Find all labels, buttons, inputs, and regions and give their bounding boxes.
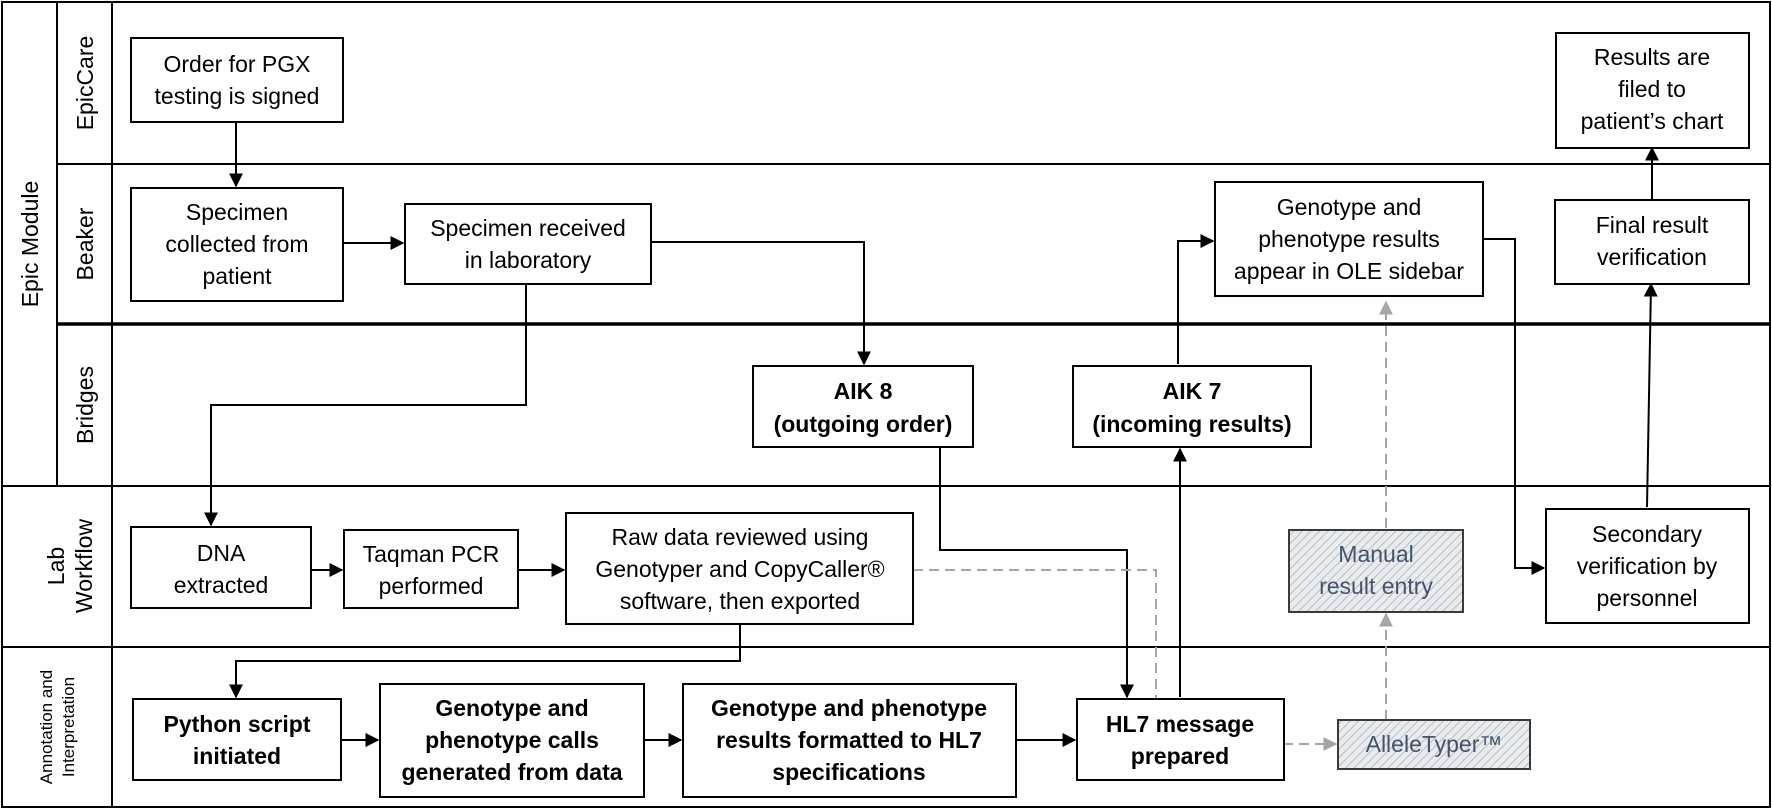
- lane-annotation-line-2: Interpretation: [59, 677, 78, 777]
- arrow-ole-to-secondary: [1483, 238, 1546, 575]
- arrow-raw-to-python: [229, 624, 741, 699]
- connectors: [204, 122, 1659, 751]
- node-formatted-hl7-line-2: results formatted to HL7: [716, 727, 982, 753]
- lane-bridges-label: Bridges: [72, 366, 98, 444]
- node-dna-extracted-line-1: DNA: [197, 540, 246, 566]
- lane-lab-workflow-line-2: Workflow: [71, 519, 97, 614]
- node-manual-entry-line-2: result entry: [1319, 573, 1433, 599]
- node-hl7-prepared-line-2: prepared: [1131, 743, 1229, 769]
- node-aik8-line-1: AIK 8: [834, 378, 893, 404]
- node-hl7-prepared-line-1: HL7 message: [1106, 711, 1254, 737]
- node-calls-generated-line-3: generated from data: [401, 759, 622, 785]
- arrow-received-to-dna: [204, 284, 527, 527]
- epic-module-label: Epic Module: [17, 181, 43, 308]
- node-specimen-collected-line-3: patient: [202, 263, 272, 289]
- node-python-script: Python script initiated: [132, 698, 342, 781]
- node-aik8-line-2: (outgoing order): [774, 411, 953, 437]
- node-raw-data-line-1: Raw data reviewed using: [612, 524, 869, 550]
- node-aik7-line-2: (incoming results): [1092, 411, 1291, 437]
- node-specimen-received-line-1: Specimen received: [430, 215, 626, 241]
- arrow-aik7-to-ole: [1177, 234, 1215, 364]
- node-formatted-hl7-line-3: specifications: [772, 759, 925, 785]
- node-alleletyper: AlleleTyper™: [1337, 719, 1531, 770]
- node-taqman-line-1: Taqman PCR: [363, 541, 500, 567]
- node-specimen-collected-line-2: collected from: [165, 231, 308, 257]
- node-results-filed-line-2: filed to: [1618, 76, 1686, 102]
- node-manual-entry-line-1: Manual: [1338, 541, 1413, 567]
- node-aik7: AIK 7 (incoming results): [1072, 365, 1312, 448]
- node-order-signed-line-2: testing is signed: [155, 83, 320, 109]
- node-manual-entry: Manual result entry: [1288, 529, 1464, 613]
- lane-epiccare-label: EpicCare: [72, 36, 98, 131]
- node-hl7-prepared: HL7 message prepared: [1076, 698, 1285, 781]
- node-taqman: Taqman PCR performed: [343, 529, 519, 609]
- node-results-filed-line-1: Results are: [1594, 44, 1710, 70]
- node-dna-extracted: DNA extracted: [130, 526, 312, 609]
- node-alleletyper-line-1: AlleleTyper™: [1366, 731, 1503, 757]
- node-secondary-verification: Secondary verification by personnel: [1545, 508, 1750, 624]
- node-genotype-ole-line-3: appear in OLE sidebar: [1234, 258, 1464, 284]
- node-formatted-hl7-line-1: Genotype and phenotype: [711, 695, 987, 721]
- node-raw-data: Raw data reviewed using Genotyper and Co…: [565, 512, 914, 625]
- node-python-script-line-1: Python script: [164, 711, 311, 737]
- node-results-filed-line-3: patient’s chart: [1581, 108, 1724, 134]
- lane-annotation-label: Annotation and Interpretation: [37, 670, 78, 784]
- lane-annotation-line-1: Annotation and: [37, 670, 56, 784]
- node-formatted-hl7: Genotype and phenotype results formatted…: [682, 683, 1017, 798]
- node-order-signed: Order for PGX testing is signed: [130, 37, 344, 123]
- node-taqman-line-2: performed: [379, 573, 484, 599]
- node-calls-generated-line-1: Genotype and: [435, 695, 588, 721]
- node-raw-data-line-3: software, then exported: [620, 588, 860, 614]
- node-genotype-ole-line-2: phenotype results: [1258, 226, 1440, 252]
- lane-lab-workflow-line-1: Lab: [43, 547, 69, 585]
- node-genotype-ole: Genotype and phenotype results appear in…: [1214, 181, 1484, 297]
- node-final-verification-line-2: verification: [1597, 244, 1707, 270]
- node-specimen-received-line-2: in laboratory: [465, 247, 592, 273]
- node-order-signed-line-1: Order for PGX: [164, 51, 311, 77]
- node-raw-data-line-2: Genotyper and CopyCaller®: [595, 556, 884, 582]
- node-specimen-received: Specimen received in laboratory: [404, 203, 652, 285]
- node-aik8: AIK 8 (outgoing order): [752, 365, 974, 448]
- dashed-arrow-raw-to-alleletyper: [913, 569, 1338, 751]
- node-aik7-line-1: AIK 7: [1163, 378, 1222, 404]
- arrow-secondary-to-final: [1643, 282, 1658, 508]
- node-final-verification-line-1: Final result: [1596, 212, 1709, 238]
- node-calls-generated: Genotype and phenotype calls generated f…: [379, 683, 645, 798]
- node-secondary-verification-line-1: Secondary: [1592, 521, 1702, 547]
- arrow-received-to-aik8: [651, 241, 871, 366]
- node-secondary-verification-line-2: verification by: [1577, 553, 1718, 579]
- lane-beaker-label: Beaker: [72, 207, 98, 280]
- node-genotype-ole-line-1: Genotype and: [1277, 194, 1422, 220]
- arrow-aik8-to-hl7: [939, 447, 1134, 699]
- node-results-filed: Results are filed to patient’s chart: [1555, 32, 1750, 149]
- node-specimen-collected-line-1: Specimen: [186, 199, 288, 225]
- node-python-script-line-2: initiated: [193, 743, 281, 769]
- node-specimen-collected: Specimen collected from patient: [130, 187, 344, 302]
- node-secondary-verification-line-3: personnel: [1596, 585, 1697, 611]
- node-final-verification: Final result verification: [1554, 199, 1750, 285]
- node-dna-extracted-line-2: extracted: [174, 572, 269, 598]
- node-calls-generated-line-2: phenotype calls: [425, 727, 599, 753]
- lane-lab-workflow-label: Lab Workflow: [43, 519, 97, 614]
